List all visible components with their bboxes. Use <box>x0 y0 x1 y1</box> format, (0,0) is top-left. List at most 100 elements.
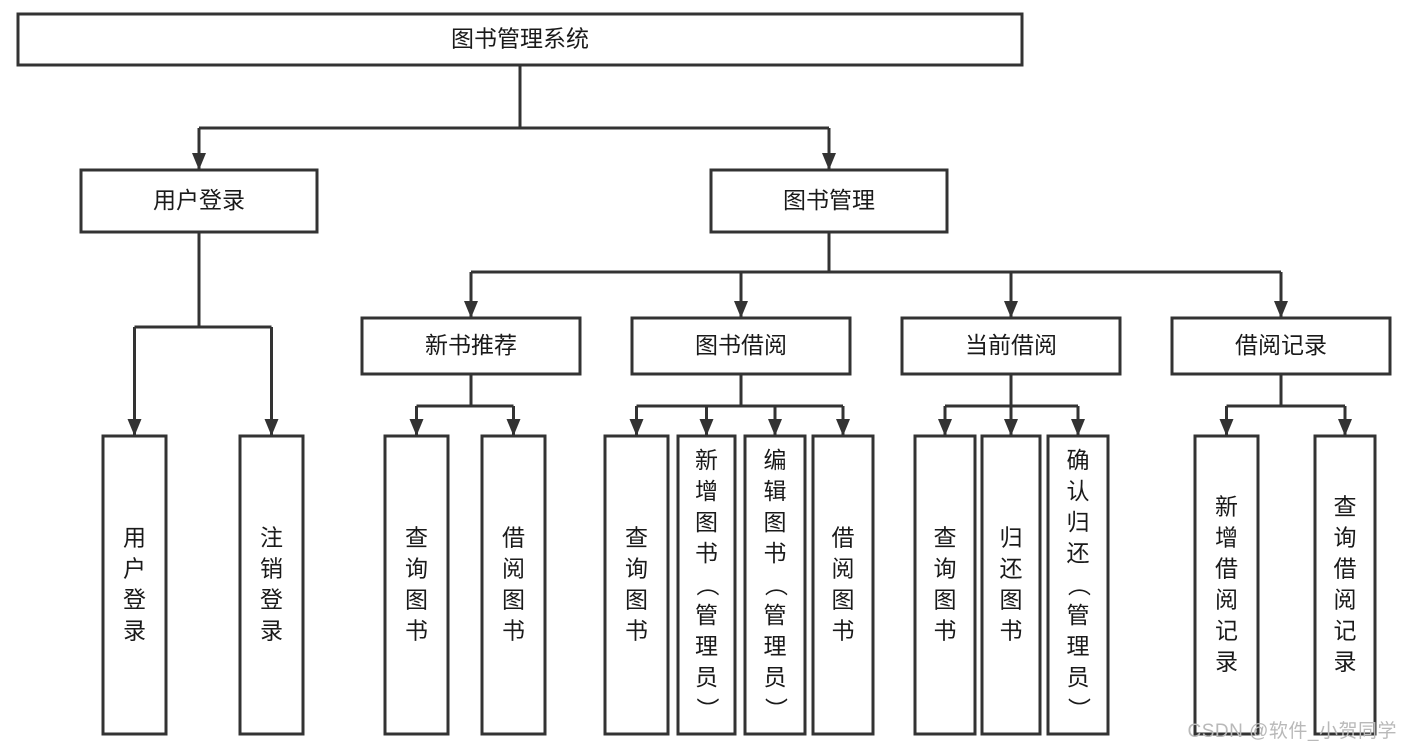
svg-text:录: 录 <box>1334 648 1357 674</box>
svg-text:图: 图 <box>764 509 787 535</box>
svg-text:管: 管 <box>695 602 718 628</box>
node-level3-2-rect <box>900 316 1122 376</box>
svg-text:辑: 辑 <box>764 478 787 504</box>
svg-text:查: 查 <box>934 524 957 550</box>
svg-text:认: 认 <box>1067 478 1090 504</box>
leaf-node-0[interactable]: 用户登录 <box>101 434 168 736</box>
svg-text:借: 借 <box>502 524 525 550</box>
leaf-node-6-rect <box>743 434 807 736</box>
leaf-node-3-rect <box>480 434 547 736</box>
svg-text:图: 图 <box>832 586 855 612</box>
svg-text:阅: 阅 <box>502 555 525 581</box>
node-level3-1[interactable]: 图书借阅 <box>630 316 852 376</box>
svg-text:）: ） <box>763 697 789 720</box>
svg-text:图: 图 <box>1000 586 1023 612</box>
book-mgmt-to-level3-arrowhead-2 <box>1004 301 1018 318</box>
svg-text:借: 借 <box>1215 555 1238 581</box>
svg-text:查: 查 <box>1334 493 1357 519</box>
node-level3-3[interactable]: 借阅记录 <box>1170 316 1392 376</box>
svg-text:阅: 阅 <box>832 555 855 581</box>
svg-text:员: 员 <box>1067 664 1090 690</box>
svg-text:）: ） <box>1066 697 1092 720</box>
book-mgmt-to-level3-arrowhead-1 <box>734 301 748 318</box>
svg-text:阅: 阅 <box>1334 586 1357 612</box>
svg-text:归: 归 <box>1067 509 1090 535</box>
svg-text:图: 图 <box>625 586 648 612</box>
leaf-node-0-label: 用户登录 <box>123 524 146 643</box>
root-to-level2-arrowhead-1 <box>822 153 836 170</box>
node-level3-0-rect <box>360 316 582 376</box>
leaf-node-8-rect <box>913 434 977 736</box>
svg-text:编: 编 <box>764 447 787 473</box>
svg-text:录: 录 <box>1215 648 1238 674</box>
svg-text:增: 增 <box>1215 524 1238 550</box>
svg-text:书: 书 <box>934 617 957 643</box>
svg-text:理: 理 <box>695 633 718 659</box>
svg-text:书: 书 <box>502 617 525 643</box>
svg-text:图: 图 <box>405 586 428 612</box>
leaf-node-0-rect <box>101 434 168 736</box>
svg-text:书: 书 <box>832 617 855 643</box>
svg-text:归: 归 <box>1000 524 1023 550</box>
leaf-node-5-rect <box>676 434 737 736</box>
svg-text:借: 借 <box>1334 555 1357 581</box>
root-node-book-management-system[interactable]: 图书管理系统 <box>16 12 1024 67</box>
svg-text:查: 查 <box>625 524 648 550</box>
svg-text:查: 查 <box>405 524 428 550</box>
svg-text:户: 户 <box>123 555 146 581</box>
node-book-management[interactable]: 图书管理 <box>709 168 949 234</box>
node-level3-0[interactable]: 新书推荐 <box>360 316 582 376</box>
svg-text:管: 管 <box>1067 602 1090 628</box>
node-level3-0-label: 新书推荐 <box>425 332 517 358</box>
svg-text:新: 新 <box>1215 493 1238 519</box>
l3-1-to-leaves-arrowhead-2 <box>768 419 782 436</box>
l3-0-to-leaves-arrowhead-0 <box>409 419 424 436</box>
node-user-login-rect <box>79 168 319 234</box>
svg-text:图: 图 <box>695 509 718 535</box>
node-level3-1-rect <box>630 316 852 376</box>
node-level3-2-label: 当前借阅 <box>965 332 1057 358</box>
svg-text:还: 还 <box>1000 555 1023 581</box>
svg-text:管: 管 <box>764 602 787 628</box>
leaf-node-12-rect <box>1313 434 1377 736</box>
leaf-node-11-rect <box>1193 434 1260 736</box>
svg-text:书: 书 <box>764 540 787 566</box>
svg-text:员: 员 <box>764 664 787 690</box>
svg-text:书: 书 <box>695 540 718 566</box>
svg-text:书: 书 <box>405 617 428 643</box>
node-user-login-label: 用户登录 <box>153 187 245 213</box>
node-user-login[interactable]: 用户登录 <box>79 168 319 234</box>
l3-1-to-leaves-arrowhead-3 <box>836 419 850 436</box>
l3-1-to-leaves-arrowhead-0 <box>629 419 644 436</box>
svg-text:理: 理 <box>764 633 787 659</box>
root-node-book-management-system-label: 图书管理系统 <box>451 26 589 52</box>
svg-text:（: （ <box>763 573 789 596</box>
svg-text:询: 询 <box>1334 524 1357 550</box>
node-level3-2[interactable]: 当前借阅 <box>900 316 1122 376</box>
node-book-management-rect <box>709 168 949 234</box>
leaf-node-4-rect <box>603 434 670 736</box>
svg-text:记: 记 <box>1215 617 1238 643</box>
svg-text:借: 借 <box>832 524 855 550</box>
svg-text:书: 书 <box>1000 617 1023 643</box>
leaf-node-2-rect <box>383 434 450 736</box>
svg-text:注: 注 <box>260 524 283 550</box>
svg-text:记: 记 <box>1334 617 1357 643</box>
